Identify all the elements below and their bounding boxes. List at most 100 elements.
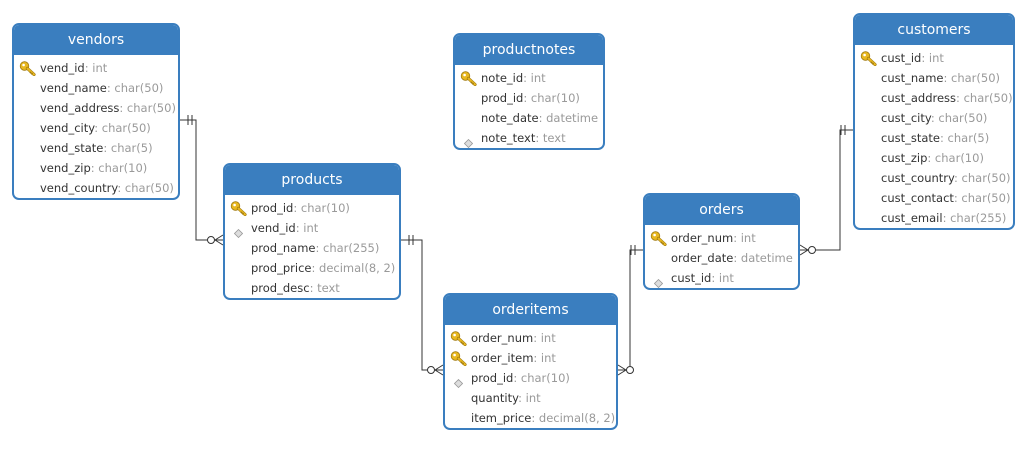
primary-key-icon: [650, 230, 667, 247]
field-row[interactable]: vend_name: char(50): [14, 78, 178, 98]
table-header-orderitems[interactable]: orderitems: [445, 295, 616, 325]
foreign-key-diamond-icon: [233, 224, 244, 239]
field-name: prod_price: [251, 261, 312, 275]
field-type: : int: [533, 351, 556, 365]
field-row[interactable]: prod_id: char(10): [225, 198, 399, 218]
field-row[interactable]: note_date: datetime: [455, 108, 603, 128]
cardinality-many-marker: [799, 244, 816, 256]
field-name: note_date: [481, 111, 539, 125]
table-header-customers[interactable]: customers: [855, 15, 1013, 45]
field-type: : char(50): [954, 171, 1011, 185]
field-row[interactable]: quantity: int: [445, 388, 616, 408]
field-row[interactable]: vend_id: int: [14, 58, 178, 78]
field-type: : char(50): [943, 71, 1001, 85]
primary-key-icon: [450, 350, 467, 367]
field-row[interactable]: note_id: int: [455, 68, 603, 88]
field-type: : int: [533, 331, 556, 345]
field-row[interactable]: order_num: int: [445, 328, 616, 348]
field-row[interactable]: cust_id: int: [645, 268, 798, 288]
field-type: : int: [518, 391, 541, 405]
field-row[interactable]: cust_contact: char(50): [855, 188, 1013, 208]
table-header-productnotes[interactable]: productnotes: [455, 35, 603, 65]
field-row[interactable]: note_text: text: [455, 128, 603, 148]
field-name: cust_id: [671, 271, 712, 285]
field-row[interactable]: prod_price: decimal(8, 2): [225, 258, 399, 278]
field-row[interactable]: cust_email: char(255): [855, 208, 1013, 228]
field-type: : int: [84, 61, 108, 75]
field-name: prod_desc: [251, 281, 310, 295]
field-name: quantity: [471, 391, 519, 405]
field-name: vend_city: [40, 121, 95, 135]
field-row[interactable]: prod_name: char(255): [225, 238, 399, 258]
field-row[interactable]: order_num: int: [645, 228, 798, 248]
field-row[interactable]: cust_state: char(5): [855, 128, 1013, 148]
cardinality-one-marker: [630, 245, 636, 255]
field-row[interactable]: order_item: int: [445, 348, 616, 368]
field-name: vend_zip: [40, 161, 91, 175]
field-row[interactable]: prod_id: char(10): [445, 368, 616, 389]
field-name: cust_city: [881, 111, 931, 125]
field-type: : char(5): [940, 131, 990, 145]
field-type: : char(10): [927, 151, 984, 165]
field-row[interactable]: cust_country: char(50): [855, 168, 1013, 188]
field-type: : datetime: [538, 111, 599, 125]
primary-key-icon: [230, 200, 247, 217]
cardinality-one-marker: [408, 235, 414, 245]
field-row[interactable]: cust_city: char(50): [855, 108, 1013, 128]
field-type: : datetime: [733, 251, 793, 265]
primary-key-icon: [860, 50, 877, 67]
field-type: : int: [921, 51, 944, 65]
field-name: note_id: [481, 71, 524, 85]
field-type: : char(50): [953, 191, 1011, 205]
table-header-vendors[interactable]: vendors: [14, 25, 178, 55]
table-header-orders[interactable]: orders: [645, 195, 798, 225]
field-row[interactable]: prod_id: char(10): [455, 88, 603, 108]
cardinality-many-marker: [617, 364, 634, 376]
primary-key-icon: [450, 330, 467, 347]
field-type: : char(50): [930, 111, 988, 125]
field-row[interactable]: cust_name: char(50): [855, 68, 1013, 88]
field-row[interactable]: cust_address: char(50): [855, 88, 1013, 108]
cardinality-one-marker: [840, 125, 846, 135]
field-name: order_date: [671, 251, 734, 265]
field-type: : int: [711, 271, 734, 285]
field-row[interactable]: cust_zip: char(10): [855, 148, 1013, 168]
field-type: : char(5): [103, 141, 153, 155]
field-type: : decimal(8, 2): [531, 411, 616, 425]
field-row[interactable]: cust_id: int: [855, 48, 1013, 68]
field-row[interactable]: prod_desc: text: [225, 278, 399, 298]
relationship-orders-orderitems: [617, 245, 643, 376]
field-row[interactable]: vend_state: char(5): [14, 138, 178, 158]
field-name: vend_id: [40, 61, 85, 75]
field-row[interactable]: vend_address: char(50): [14, 98, 178, 118]
relationship-products-orderitems: [401, 235, 444, 376]
foreign-key-diamond-icon: [653, 274, 664, 288]
field-row[interactable]: order_date: datetime: [645, 248, 798, 268]
field-row[interactable]: vend_zip: char(10): [14, 158, 178, 178]
field-name: cust_name: [881, 71, 944, 85]
field-type: : text: [535, 131, 566, 145]
field-type: : text: [309, 281, 340, 295]
field-row[interactable]: vend_id: int: [225, 218, 399, 239]
field-row[interactable]: vend_country: char(50): [14, 178, 178, 198]
field-name: note_text: [481, 131, 536, 145]
field-type: : int: [295, 221, 319, 235]
field-name: vend_country: [40, 181, 118, 195]
field-type: : char(50): [117, 181, 174, 195]
field-name: vend_address: [40, 101, 120, 115]
field-row[interactable]: item_price: decimal(8, 2): [445, 408, 616, 428]
table-header-products[interactable]: products: [225, 165, 399, 195]
field-row[interactable]: vend_city: char(50): [14, 118, 178, 138]
